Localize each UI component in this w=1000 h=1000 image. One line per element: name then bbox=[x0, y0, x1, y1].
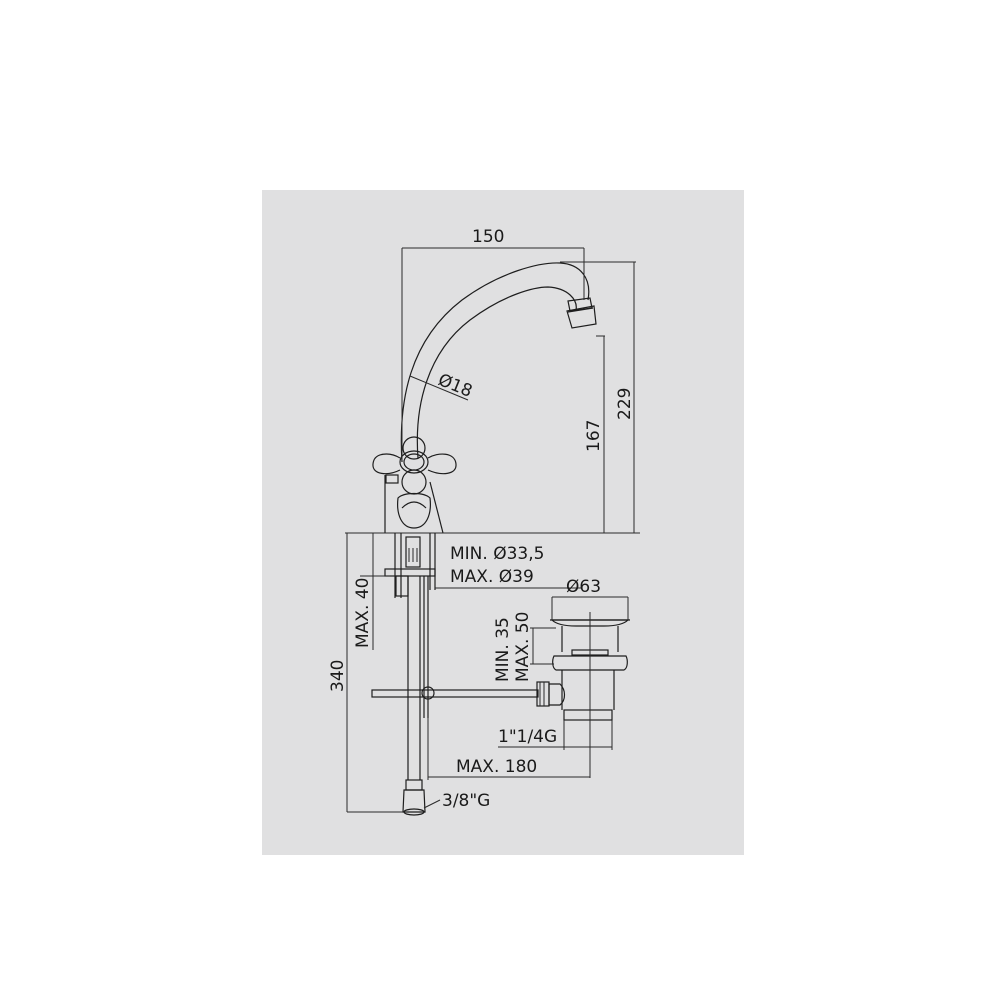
dim-waste-min: MIN. 35 bbox=[493, 617, 513, 682]
dim-outlet-height: 167 bbox=[584, 420, 604, 452]
dim-total-height: 229 bbox=[615, 388, 635, 420]
dim-waste-diameter: Ø63 bbox=[566, 577, 601, 597]
spout bbox=[400, 262, 597, 463]
dim-hole-max: MAX. Ø39 bbox=[450, 567, 534, 587]
drawing-panel bbox=[262, 190, 744, 855]
dim-supply-thread: 3/8"G bbox=[442, 791, 490, 811]
dim-waste-thread: 1"1/4G bbox=[498, 727, 557, 747]
dim-spout-diameter: Ø18 bbox=[435, 370, 475, 402]
shank-and-hoses bbox=[371, 533, 566, 816]
dim-hole-min: MIN. Ø33,5 bbox=[450, 544, 544, 564]
dim-waste-max: MAX. 50 bbox=[513, 612, 533, 682]
dim-deck-thickness: MAX. 40 bbox=[353, 578, 373, 648]
dim-hose-length: 340 bbox=[328, 660, 348, 692]
pop-up-waste bbox=[550, 612, 630, 778]
dim-rod-reach: MAX. 180 bbox=[456, 757, 537, 777]
dimension-lines bbox=[346, 247, 636, 813]
dim-spout-reach: 150 bbox=[472, 227, 504, 247]
mixer-body bbox=[345, 436, 640, 534]
